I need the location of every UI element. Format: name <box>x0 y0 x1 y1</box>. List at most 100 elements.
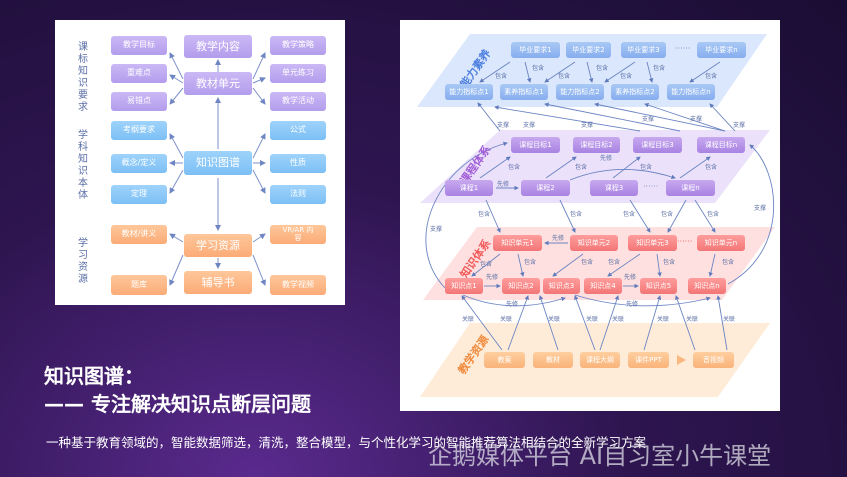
course-goal-n: 课程目标n <box>697 137 745 153</box>
edge-label-contains: 包含 <box>532 64 544 72</box>
ellipsis: ······ <box>675 44 691 53</box>
edge-label-contains: 包含 <box>575 163 587 171</box>
node-teaching-goal: 教学目标 <box>111 36 167 55</box>
edge-label-prereq: 先修 <box>552 234 564 242</box>
node-textbook-handout: 教材/讲义 <box>111 225 167 244</box>
edge-label-prereq: 先修 <box>506 300 518 308</box>
edge-label-contains: 包含 <box>705 163 717 171</box>
resource-lesson-plan: 教案 <box>484 352 525 368</box>
edge-label-prereq: 先修 <box>624 273 636 281</box>
ellipsis: ······ <box>677 237 693 246</box>
graduation-req-3: 毕业要求3 <box>621 42 666 58</box>
course-goal-1: 课程目标1 <box>511 137 560 153</box>
edge-label-contains: 包含 <box>620 72 632 80</box>
ellipsis: ······ <box>643 182 659 191</box>
knowledge-point-2: 知识点2 <box>502 278 540 294</box>
edge-label-contains: 包含 <box>581 258 593 266</box>
knowledge-point-1: 知识点1 <box>445 278 483 294</box>
course-3: 课程3 <box>590 180 638 196</box>
node-concept: 概念/定义 <box>111 154 167 173</box>
node-teaching-video: 教学视频 <box>270 275 326 295</box>
edge-label-relates: 关联 <box>686 315 698 323</box>
edge-label-contains: 包含 <box>524 258 536 266</box>
edge-label-supports: 支撑 <box>581 121 593 129</box>
course-goal-3: 课程目标3 <box>633 137 682 153</box>
edge-label-contains: 包含 <box>661 210 673 218</box>
node-textbook-unit: 教材单元 <box>184 72 252 95</box>
graduation-req-1: 毕业要求1 <box>511 42 560 58</box>
indicator-1: 能力指标点1 <box>445 84 493 100</box>
edge-label-supports: 支撑 <box>497 121 509 129</box>
side-label-resources: 学习资源 <box>78 238 88 285</box>
node-unit-exercise: 单元练习 <box>270 64 326 83</box>
node-theorem: 定理 <box>111 185 167 204</box>
resource-slides: 课件PPT <box>628 352 669 368</box>
watermark: 企鹅媒体平台 AI自习室小牛课堂 <box>428 442 772 470</box>
node-error-points: 易错点 <box>111 92 167 111</box>
caption-subtitle: —— 专注解决知识点断层问题 <box>44 392 311 416</box>
node-teaching-strategy: 教学策略 <box>270 36 326 55</box>
knowledge-unit-n: 知识单元n <box>697 235 745 251</box>
node-key-points: 重难点 <box>111 64 167 83</box>
node-learning-resources: 学习资源 <box>184 234 252 257</box>
node-exam-outline: 考纲要求 <box>111 121 167 140</box>
edge-label-prereq: 先修 <box>626 300 638 308</box>
node-teaching-content: 教学内容 <box>184 35 252 58</box>
edge-label-prereq: 先修 <box>497 180 509 188</box>
course-2: 课程2 <box>521 180 570 196</box>
edge-label-relates: 关联 <box>500 315 512 323</box>
edge-label-contains: 包含 <box>653 64 665 72</box>
course-goal-2: 课程目标2 <box>573 137 620 153</box>
edge-label-prereq: 先修 <box>600 154 612 162</box>
knowledge-point-5: 知识点5 <box>640 278 677 294</box>
resource-textbook: 教材 <box>533 352 573 368</box>
edge-label-contains: 包含 <box>705 72 717 80</box>
node-teaching-activity: 教学活动 <box>270 92 326 111</box>
edge-label-contains: 包含 <box>707 210 719 218</box>
caption-title: 知识图谱： <box>44 364 144 388</box>
edge-label-contains: 包含 <box>480 260 492 268</box>
course-n: 课程n <box>666 180 715 196</box>
edge-label-relates: 关联 <box>657 315 669 323</box>
course-1: 课程1 <box>445 180 493 196</box>
node-property: 性质 <box>270 154 326 173</box>
edge-label-relates: 关联 <box>723 315 735 323</box>
knowledge-unit-2: 知识单元2 <box>570 235 618 251</box>
edge-label-contains: 包含 <box>508 163 520 171</box>
edge-label-relates: 关联 <box>612 315 624 323</box>
caption-description: 一种基于教育领域的，智能数据筛选，清洗，整合模型，与个性化学习的智能推荐算法相结… <box>46 435 647 450</box>
edge-label-contains: 包含 <box>570 210 582 218</box>
edge-label-contains: 包含 <box>558 72 570 80</box>
knowledge-unit-3: 知识单元3 <box>628 235 677 251</box>
indicator-5: 能力指标点n <box>667 84 715 100</box>
edge-label-supports: 支撑 <box>690 115 702 123</box>
edge-label-contains: 包含 <box>608 258 620 266</box>
edge-label-relates: 关联 <box>548 315 560 323</box>
indicator-2: 素养指标点1 <box>500 84 548 100</box>
edge-label-supports: 支撑 <box>733 121 745 129</box>
graduation-req-n: 毕业要求n <box>697 42 746 58</box>
indicator-4: 素养指标点2 <box>611 84 659 100</box>
side-label-curriculum: 课标知识要求 <box>78 42 88 113</box>
resource-syllabus: 课程大纲 <box>580 352 620 368</box>
edge-label-contains: 包含 <box>478 210 490 218</box>
edge-label-relates: 关联 <box>586 315 598 323</box>
side-label-subject: 学科知识本体 <box>78 130 88 201</box>
node-question-bank: 题库 <box>111 275 167 295</box>
edge-label-supports: 支撑 <box>754 204 766 212</box>
edge-label-contains: 包含 <box>623 210 635 218</box>
graduation-req-2: 毕业要求2 <box>566 42 611 58</box>
edge-label-supports: 支撑 <box>642 115 654 123</box>
node-vr-ar: VR/AR 内容 <box>270 225 326 244</box>
edge-label-contains: 包含 <box>596 64 608 72</box>
edge-label-contains: 包含 <box>722 258 734 266</box>
knowledge-point-n: 知识点n <box>688 278 726 294</box>
edge-label-prereq: 先修 <box>486 273 498 281</box>
resource-audio-video: 音视频 <box>693 352 734 368</box>
edge-label-contains: 包含 <box>495 72 507 80</box>
node-rule: 法则 <box>270 185 326 204</box>
indicator-3: 能力指标点2 <box>556 84 604 100</box>
node-guide-book: 辅导书 <box>184 271 252 294</box>
edge-label-supports: 支撑 <box>523 121 535 129</box>
